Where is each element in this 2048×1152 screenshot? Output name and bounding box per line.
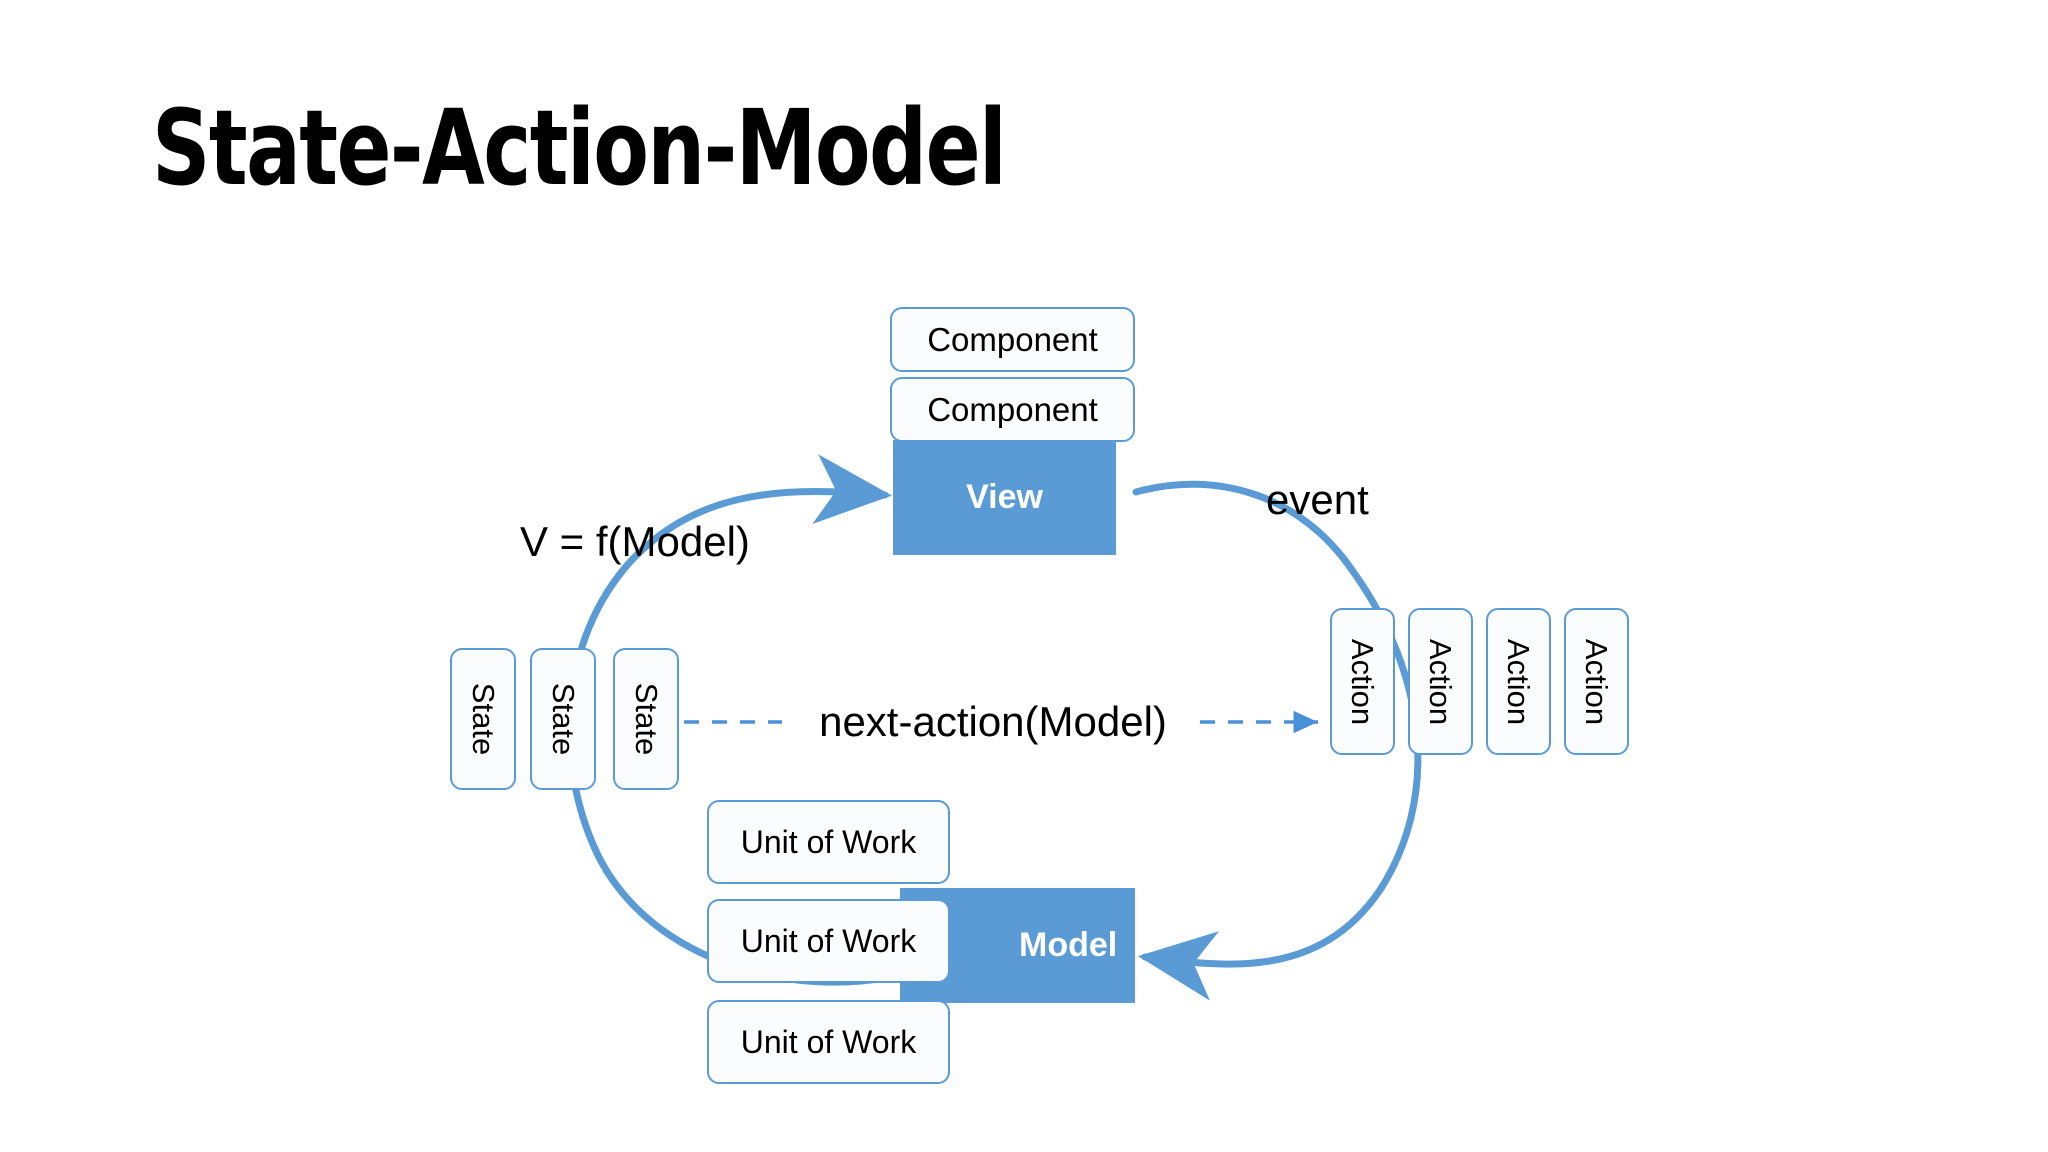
state-label: State bbox=[546, 682, 582, 756]
unit-of-work-box-2[interactable]: Unit of Work bbox=[707, 899, 950, 983]
unit-of-work-label: Unit of Work bbox=[740, 823, 917, 860]
state-label: State bbox=[466, 682, 502, 756]
action-label: Action bbox=[1345, 638, 1381, 725]
component-label: Component bbox=[927, 390, 1098, 428]
unit-of-work-box-3[interactable]: Unit of Work bbox=[707, 1000, 950, 1084]
model-label: Model bbox=[1019, 926, 1118, 964]
state-box-1[interactable]: State bbox=[450, 648, 516, 790]
component-box-1[interactable]: Component bbox=[890, 307, 1135, 372]
action-box-3[interactable]: Action bbox=[1486, 608, 1551, 755]
action-label: Action bbox=[1501, 638, 1537, 725]
edge-label-v-of-model: V = f(Model) bbox=[520, 518, 750, 565]
unit-of-work-label: Unit of Work bbox=[740, 1023, 917, 1060]
view-box[interactable]: View bbox=[893, 440, 1116, 555]
state-box-3[interactable]: State bbox=[613, 648, 679, 790]
action-label: Action bbox=[1579, 638, 1615, 725]
action-box-4[interactable]: Action bbox=[1564, 608, 1629, 755]
action-box-2[interactable]: Action bbox=[1408, 608, 1473, 755]
edge-label-event: event bbox=[1266, 476, 1369, 523]
state-box-2[interactable]: State bbox=[530, 648, 596, 790]
edge-label-next-action: next-action(Model) bbox=[819, 698, 1167, 745]
component-box-2[interactable]: Component bbox=[890, 377, 1135, 442]
action-box-1[interactable]: Action bbox=[1330, 608, 1395, 755]
action-label: Action bbox=[1423, 638, 1459, 725]
page-title: State-Action-Model bbox=[152, 87, 1007, 209]
unit-of-work-label: Unit of Work bbox=[740, 922, 917, 959]
unit-of-work-box-1[interactable]: Unit of Work bbox=[707, 800, 950, 884]
component-label: Component bbox=[927, 320, 1098, 358]
state-label: State bbox=[629, 682, 665, 756]
view-label: View bbox=[966, 478, 1043, 516]
